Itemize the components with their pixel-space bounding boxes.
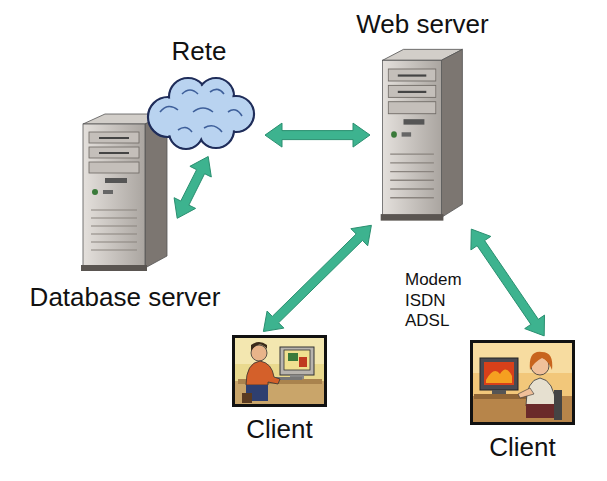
server-tower (375, 45, 470, 225)
node-label: Web server (356, 10, 488, 39)
web-server-node: Web server (375, 45, 470, 225)
client-node: Client (232, 335, 327, 407)
node-label: Client (489, 433, 555, 462)
client-workstation (232, 335, 327, 407)
double-arrow (265, 123, 370, 147)
connection-types-label: Modem ISDN ADSL (405, 270, 462, 332)
node-label: Rete (172, 37, 227, 66)
network-cloud-node: Rete (138, 72, 260, 152)
double-arrow (263, 225, 371, 331)
database-server-node: Database server (75, 110, 175, 275)
network-cloud (138, 72, 260, 152)
node-label: Client (246, 415, 312, 444)
double-arrow (471, 229, 545, 336)
node-label: Database server (30, 283, 221, 312)
client-workstation (470, 340, 575, 425)
double-arrow (174, 157, 211, 219)
client-node: Client (470, 340, 575, 425)
